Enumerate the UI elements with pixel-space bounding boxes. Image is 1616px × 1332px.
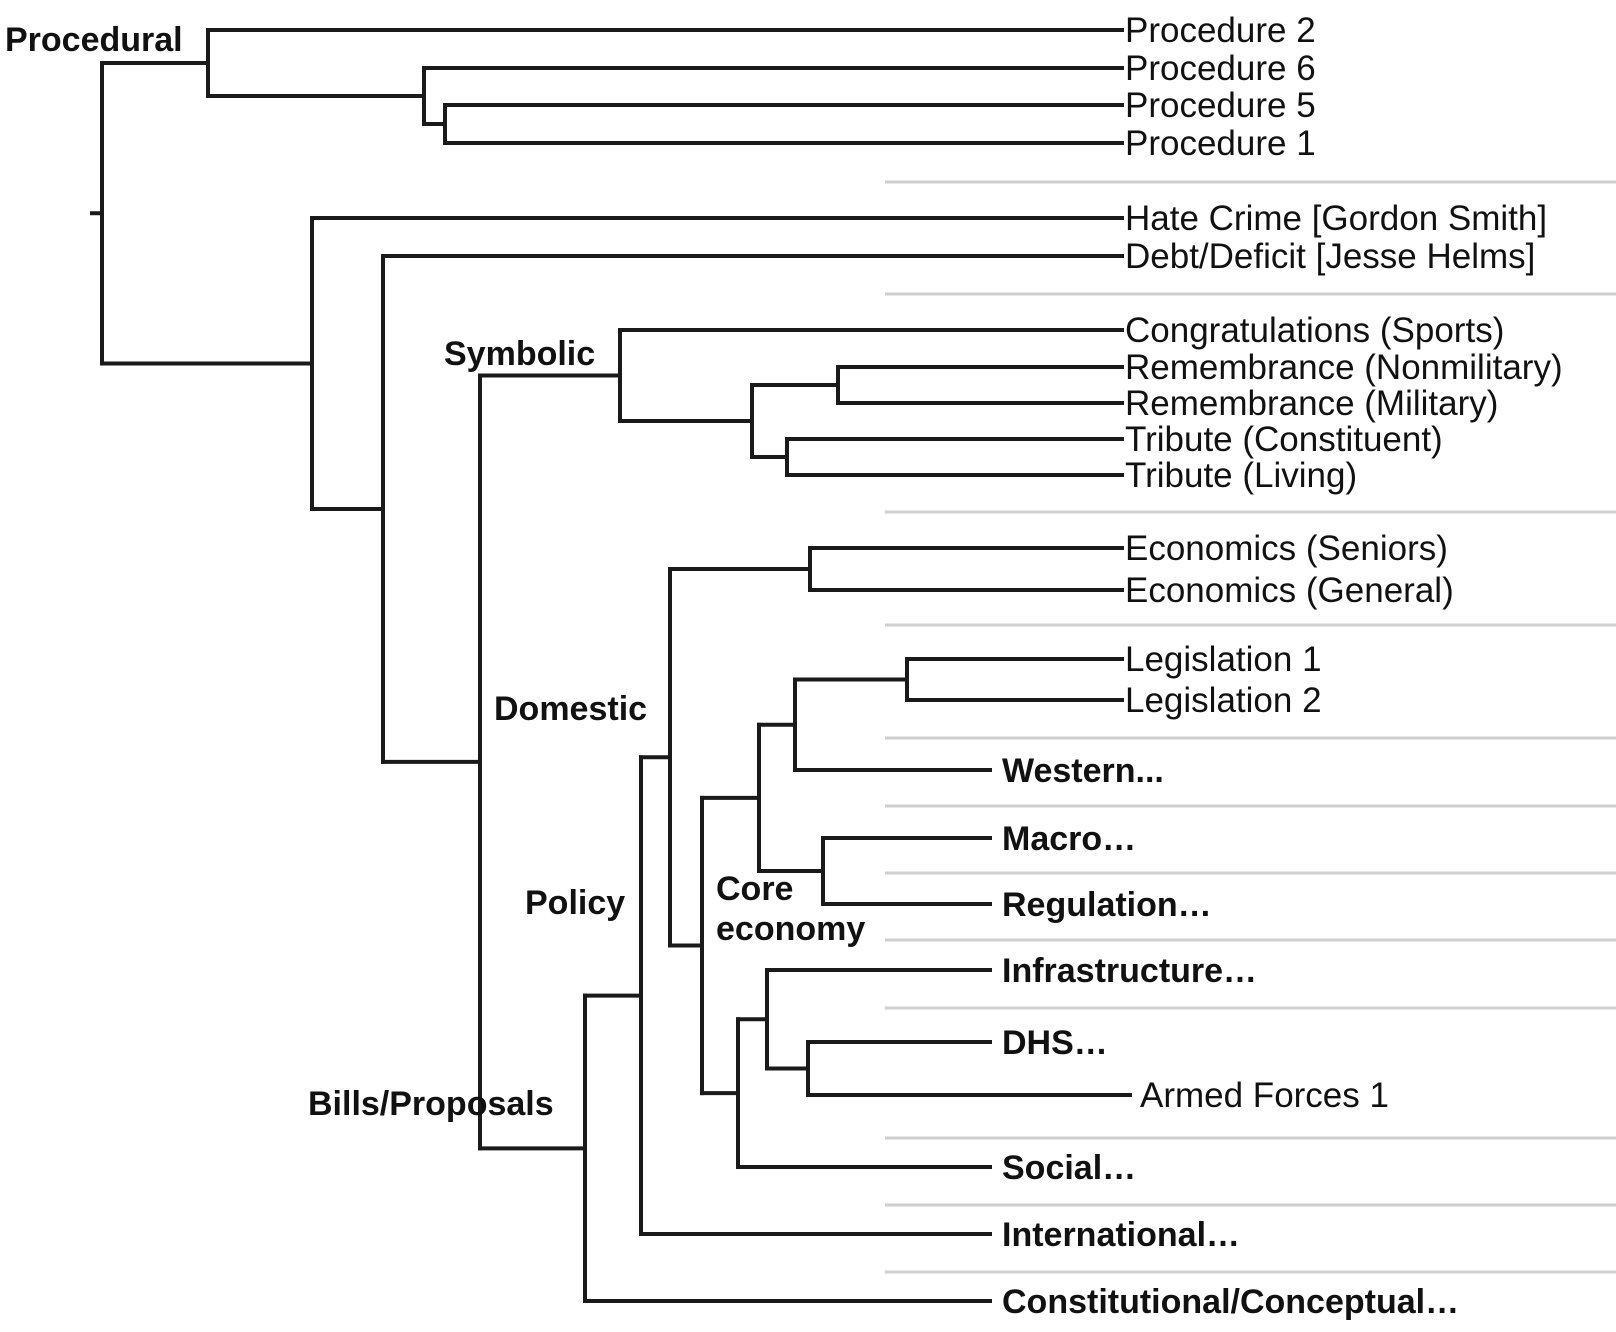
leaf-label: Procedure 2 bbox=[1125, 11, 1316, 50]
leaf-label: Social… bbox=[1002, 1149, 1136, 1187]
leaf-label: Hate Crime [Gordon Smith] bbox=[1125, 199, 1547, 238]
cluster-label-domestic: Domestic bbox=[494, 690, 647, 728]
cluster-label-bills-proposals: Bills/Proposals bbox=[308, 1085, 554, 1123]
leaf-label: Procedure 1 bbox=[1125, 124, 1316, 163]
leaf-label: Tribute (Living) bbox=[1125, 456, 1357, 495]
leaf-label: Tribute (Constituent) bbox=[1125, 420, 1443, 459]
leaf-label: Remembrance (Military) bbox=[1125, 384, 1498, 423]
group-separators bbox=[885, 180, 1616, 1274]
cluster-labels: Procedural Symbolic Domestic Policy Core… bbox=[5, 21, 865, 1123]
leaf-label: Legislation 1 bbox=[1125, 640, 1322, 679]
leaf-label: Infrastructure… bbox=[1002, 952, 1257, 990]
leaf-label: Procedure 5 bbox=[1125, 86, 1316, 125]
leaf-label: International… bbox=[1002, 1216, 1240, 1254]
cluster-label-core-economy-line: Core bbox=[716, 870, 793, 908]
cluster-label-procedural: Procedural bbox=[5, 21, 183, 59]
dendrogram-edges bbox=[90, 28, 1132, 1303]
leaf-label: Economics (Seniors) bbox=[1125, 529, 1448, 568]
leaf-label: Economics (General) bbox=[1125, 571, 1454, 610]
cluster-label-core-economy-line: economy bbox=[716, 910, 865, 948]
leaf-label: Debt/Deficit [Jesse Helms] bbox=[1125, 237, 1535, 276]
leaf-label: Regulation… bbox=[1002, 886, 1212, 924]
leaf-label: Constitutional/Conceptual… bbox=[1002, 1283, 1459, 1321]
leaf-label: Procedure 6 bbox=[1125, 49, 1316, 88]
cluster-label-symbolic: Symbolic bbox=[444, 335, 595, 373]
leaf-label: Legislation 2 bbox=[1125, 681, 1322, 720]
leaf-label: Western... bbox=[1002, 752, 1164, 790]
leaf-label: Remembrance (Nonmilitary) bbox=[1125, 348, 1563, 387]
leaf-label: Congratulations (Sports) bbox=[1125, 311, 1504, 350]
cluster-label-policy: Policy bbox=[525, 884, 625, 922]
leaf-label: Macro… bbox=[1002, 820, 1136, 858]
leaf-label: DHS… bbox=[1002, 1024, 1108, 1062]
leaf-label: Armed Forces 1 bbox=[1140, 1076, 1389, 1115]
